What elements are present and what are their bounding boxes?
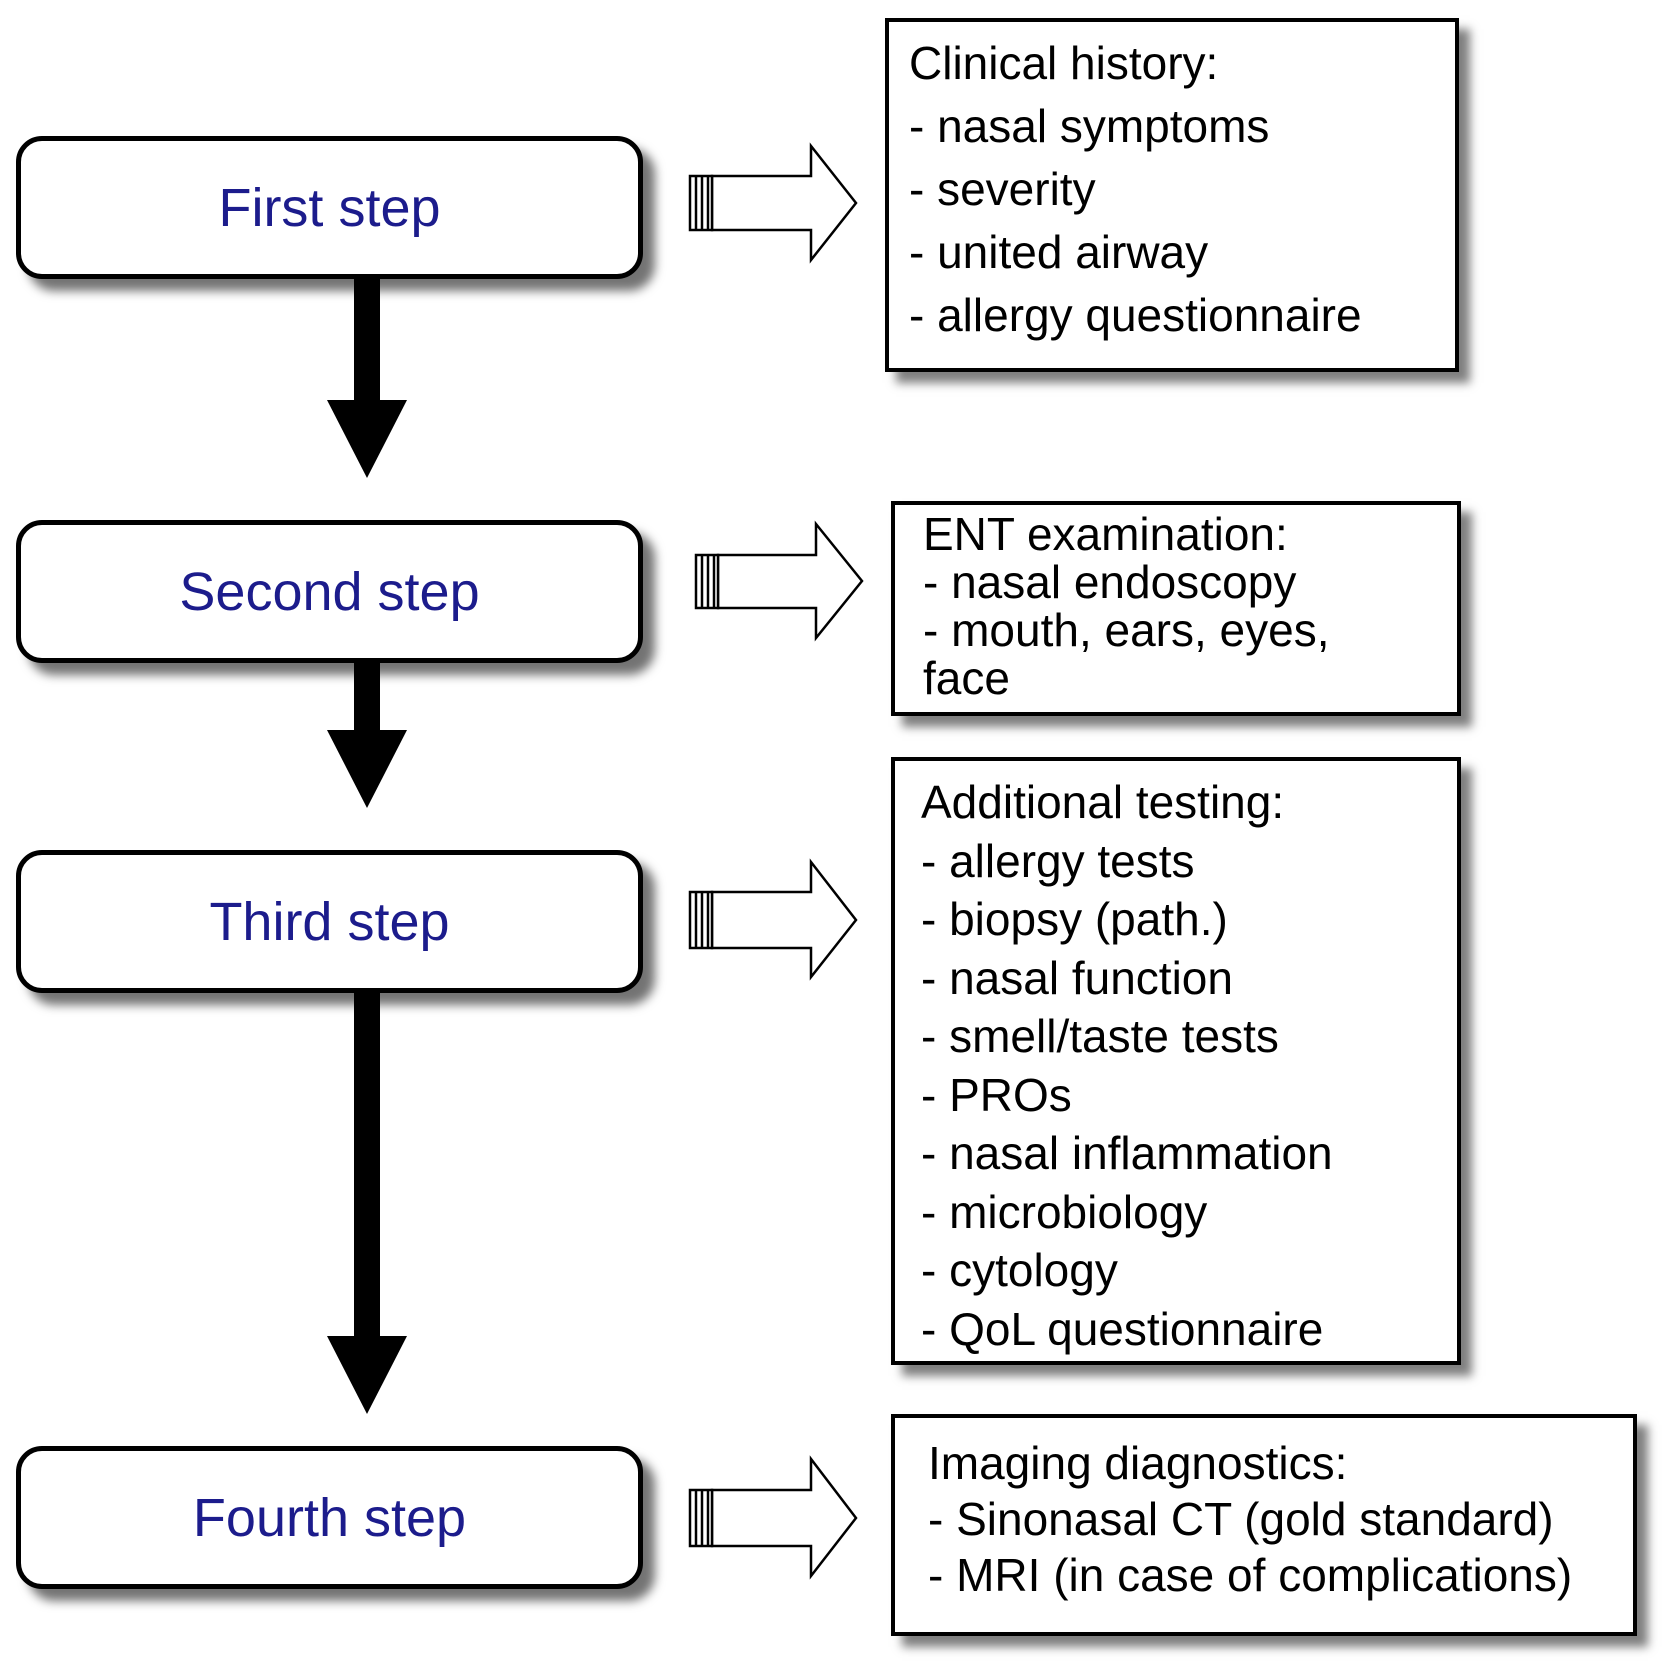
down-arrow-2	[327, 662, 407, 808]
box-title: Additional testing:	[921, 776, 1285, 828]
list-item: - allergy tests	[921, 834, 1195, 887]
list-item: - QoL questionnaire	[921, 1302, 1324, 1355]
step-fourth: Fourth step	[16, 1446, 643, 1589]
list-item: - PROs	[921, 1068, 1072, 1121]
step-label: Third step	[209, 891, 450, 952]
list-item: - nasal inflammation	[921, 1127, 1333, 1179]
step-label: Fourth step	[192, 1487, 467, 1548]
list-item: - mouth, ears, eyes,	[923, 604, 1330, 656]
list-item: - nasal function	[921, 951, 1233, 1004]
down-arrow-3	[327, 993, 407, 1414]
list-item: - united airway	[909, 226, 1209, 278]
right-arrow-3	[688, 858, 858, 981]
box-title: Clinical history:	[909, 37, 1219, 89]
list-item: - nasal endoscopy	[923, 556, 1297, 608]
list-item: - MRI (in case of complications)	[928, 1549, 1573, 1601]
list-item: - microbiology	[921, 1185, 1208, 1238]
ent-examination-box: ENT examination: - nasal endoscopy - mou…	[891, 501, 1461, 716]
list-item: - biopsy (path.)	[921, 893, 1228, 945]
right-arrow-2	[694, 520, 864, 642]
right-arrow-1	[688, 142, 858, 264]
right-arrow-4	[688, 1455, 858, 1580]
step-first: First step	[16, 136, 643, 279]
step-third: Third step	[16, 850, 643, 993]
step-second: Second step	[16, 520, 643, 663]
step-label: Second step	[179, 561, 480, 622]
imaging-diagnostics-box: Imaging diagnostics: - Sinonasal CT (gol…	[891, 1414, 1637, 1636]
list-item: - severity	[909, 163, 1096, 215]
additional-testing-box: Additional testing: - allergy tests - bi…	[891, 757, 1461, 1365]
box-title: Imaging diagnostics:	[928, 1437, 1348, 1489]
list-item: - nasal symptoms	[909, 100, 1270, 152]
list-item: - smell/taste tests	[921, 1010, 1279, 1062]
box-title: ENT examination:	[923, 508, 1288, 560]
list-item: face	[923, 652, 1010, 704]
down-arrow-1	[327, 278, 407, 478]
list-item: - cytology	[921, 1244, 1118, 1296]
list-item: - allergy questionnaire	[909, 289, 1362, 341]
clinical-history-box: Clinical history: - nasal symptoms - sev…	[885, 18, 1459, 372]
step-label: First step	[218, 177, 441, 238]
list-item: - Sinonasal CT (gold standard)	[928, 1493, 1554, 1545]
